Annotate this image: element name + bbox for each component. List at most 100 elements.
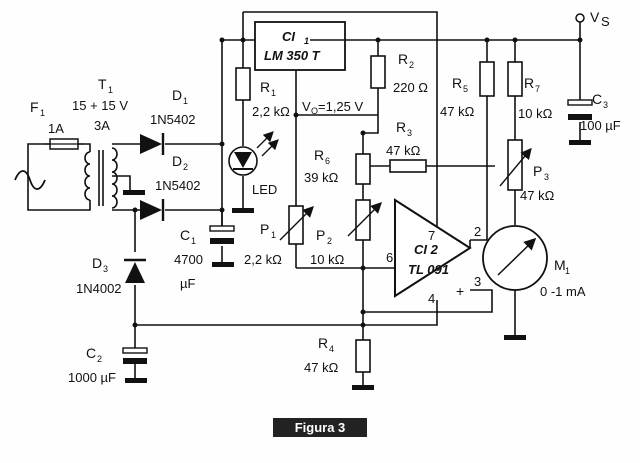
ic2-part: TL 091 xyxy=(408,262,449,277)
p3-arrow-icon xyxy=(499,147,532,187)
c3-value: 100 µF xyxy=(580,118,621,133)
c2-name: C xyxy=(86,345,96,361)
r5-name: R xyxy=(452,75,462,91)
ic1-body xyxy=(254,21,346,71)
d2-sub: 2 xyxy=(183,162,188,172)
r7-value: 10 kΩ xyxy=(518,106,553,121)
ground-icon xyxy=(123,190,145,195)
p2-value: 10 kΩ xyxy=(310,252,345,267)
p2-arrow-icon xyxy=(347,202,382,237)
d3-sub: 3 xyxy=(103,264,108,274)
r1-value: 2,2 kΩ xyxy=(252,104,290,119)
ac-source-icon xyxy=(14,170,46,190)
vout-label: V xyxy=(302,99,311,114)
r5-sub: 5 xyxy=(463,84,468,94)
r6-sub: 6 xyxy=(325,156,330,166)
r4-value: 47 kΩ xyxy=(304,360,339,375)
r4-body xyxy=(355,339,371,373)
opamp-body xyxy=(394,198,472,298)
p2-name: P xyxy=(316,227,325,243)
d1-icon xyxy=(140,134,162,154)
ic2-pin7: 7 xyxy=(428,228,435,243)
r2-body xyxy=(370,55,386,89)
r2-sub: 2 xyxy=(409,60,414,70)
c2-sub: 2 xyxy=(97,354,102,364)
p3-body xyxy=(507,139,523,191)
c2-value: 1000 µF xyxy=(68,370,116,385)
d2-icon xyxy=(140,200,162,220)
r1-body xyxy=(235,67,251,101)
d3-name: D xyxy=(92,255,102,271)
c3-plate-minus xyxy=(568,114,592,120)
r6-name: R xyxy=(314,147,324,163)
c2-plate-minus xyxy=(123,358,147,364)
p2-sub: 2 xyxy=(327,236,332,246)
ic2-pin3: 3 xyxy=(474,274,481,289)
d1-part: 1N5402 xyxy=(150,112,196,127)
r4-name: R xyxy=(318,335,328,351)
ic2-pin2: 2 xyxy=(474,224,481,239)
ground-icon xyxy=(569,140,591,145)
r6-body xyxy=(355,153,371,185)
r3-body xyxy=(389,159,427,173)
p3-sub: 3 xyxy=(544,172,549,182)
ground-symbols xyxy=(123,140,591,390)
d1-sub: 1 xyxy=(183,96,188,106)
c1-unit: µF xyxy=(180,276,195,291)
r6-value: 39 kΩ xyxy=(304,170,339,185)
p1-sub: 1 xyxy=(271,230,276,240)
ic2-minus: - xyxy=(456,231,461,247)
c1-value: 4700 xyxy=(174,252,203,267)
wires xyxy=(27,11,581,385)
ic1-part: LM 350 T xyxy=(264,48,321,63)
r3-sub: 3 xyxy=(407,128,412,138)
ground-icon xyxy=(232,208,254,213)
ic1-name: CI xyxy=(282,29,295,44)
r1-sub: 1 xyxy=(271,88,276,98)
ic1-sub: 1 xyxy=(304,36,309,46)
ground-icon xyxy=(352,385,374,390)
c2-plate-plus xyxy=(122,347,148,354)
vout-sub: O xyxy=(311,106,318,116)
ground-icon xyxy=(125,378,147,383)
d3-icon xyxy=(125,262,145,283)
ground-icon xyxy=(212,262,234,267)
r4-sub: 4 xyxy=(329,344,334,354)
c3-name: C xyxy=(592,91,602,107)
r2-name: R xyxy=(398,51,408,67)
led-icon xyxy=(228,131,279,176)
c1-plate-plus xyxy=(209,225,235,232)
d2-part: 1N5402 xyxy=(155,178,201,193)
transformer-name: T xyxy=(98,76,107,92)
meter-needle-icon xyxy=(497,237,537,276)
p3-name: P xyxy=(533,163,542,179)
r3-value: 47 kΩ xyxy=(386,143,421,158)
r7-sub: 7 xyxy=(535,84,540,94)
meter-name: M xyxy=(554,257,566,273)
ic2-pin6: 6 xyxy=(386,250,393,265)
c3-sub: 3 xyxy=(603,100,608,110)
p2-body xyxy=(355,199,371,241)
led-label: LED xyxy=(252,182,277,197)
r2-value: 220 Ω xyxy=(393,80,428,95)
caption-box xyxy=(273,418,367,437)
meter-sub: 1 xyxy=(565,266,570,276)
r5-value: 47 kΩ xyxy=(440,104,475,119)
meter-range: 0 -1 mA xyxy=(540,284,586,299)
vs-label: V xyxy=(590,9,600,25)
diodes xyxy=(124,133,165,283)
figure-caption: Figura 3 xyxy=(295,420,346,435)
fuse-sub: 1 xyxy=(40,108,45,118)
p1-name: P xyxy=(260,221,269,237)
c1-name: C xyxy=(180,227,190,243)
p1-value: 2,2 kΩ xyxy=(244,252,282,267)
fuse-rating: 1A xyxy=(48,121,64,136)
capacitors xyxy=(122,99,593,364)
d3-part: 1N4002 xyxy=(76,281,122,296)
p3-value: 47 kΩ xyxy=(520,188,555,203)
vs-sub: S xyxy=(601,14,610,29)
transformer-voltage: 15 + 15 V xyxy=(72,98,128,113)
d2-name: D xyxy=(172,153,182,169)
